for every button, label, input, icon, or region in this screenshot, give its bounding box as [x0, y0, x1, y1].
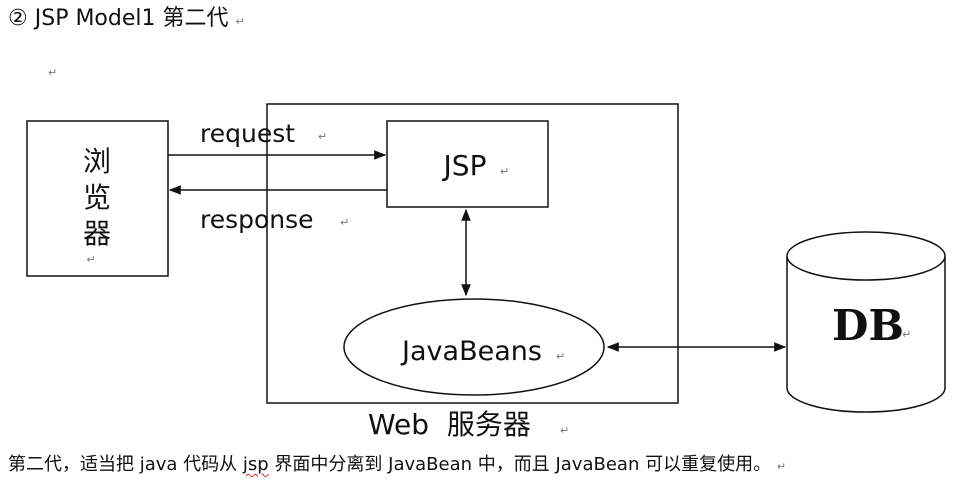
web-server-label: Web 服务器 — [368, 408, 531, 441]
web-server-box — [266, 103, 679, 404]
paragraph-mark-icon: ↵ — [340, 216, 349, 229]
browser-label-char: 览 — [83, 181, 111, 214]
caption-text: 第二代，适当把 java 代码从 — [8, 454, 243, 475]
browser-label-char: 浏 — [83, 145, 111, 178]
paragraph-mark-icon: ↵ — [560, 424, 569, 437]
paragraph-mark-icon: ↵ — [556, 350, 565, 363]
heading-text: JSP Model1 第二代 — [34, 6, 229, 31]
paragraph-mark-icon: ↵ — [902, 328, 911, 341]
request-label: request — [200, 119, 295, 148]
page-heading: ② JSP Model1 第二代 ↵ — [8, 4, 245, 37]
browser-box — [26, 120, 169, 277]
paragraph-mark-icon: ↵ — [235, 15, 245, 28]
paragraph-mark-icon: ↵ — [500, 165, 509, 178]
db-cylinder — [786, 231, 946, 413]
caption-text: 界面中分离到 JavaBean 中，而且 JavaBean 可以重复使用。 — [268, 454, 772, 475]
response-label: response — [200, 205, 314, 234]
jsp-label: JSP — [442, 149, 487, 182]
db-label: DB — [832, 301, 904, 350]
paragraph-mark-icon: ↵ — [318, 130, 327, 143]
javabeans-label: JavaBeans — [400, 336, 542, 367]
javabeans-ellipse — [343, 298, 605, 396]
jsp-box — [386, 120, 549, 208]
caption: 第二代，适当把 java 代码从 jsp 界面中分离到 JavaBean 中，而… — [8, 452, 786, 480]
paragraph-mark-icon: ↵ — [86, 253, 95, 266]
circled-number: ② — [8, 6, 28, 31]
browser-label-char: 器 — [83, 217, 111, 250]
caption-jsp-word: jsp — [242, 454, 269, 475]
paragraph-mark-icon: ↵ — [48, 66, 58, 79]
paragraph-mark-icon: ↵ — [776, 460, 787, 473]
